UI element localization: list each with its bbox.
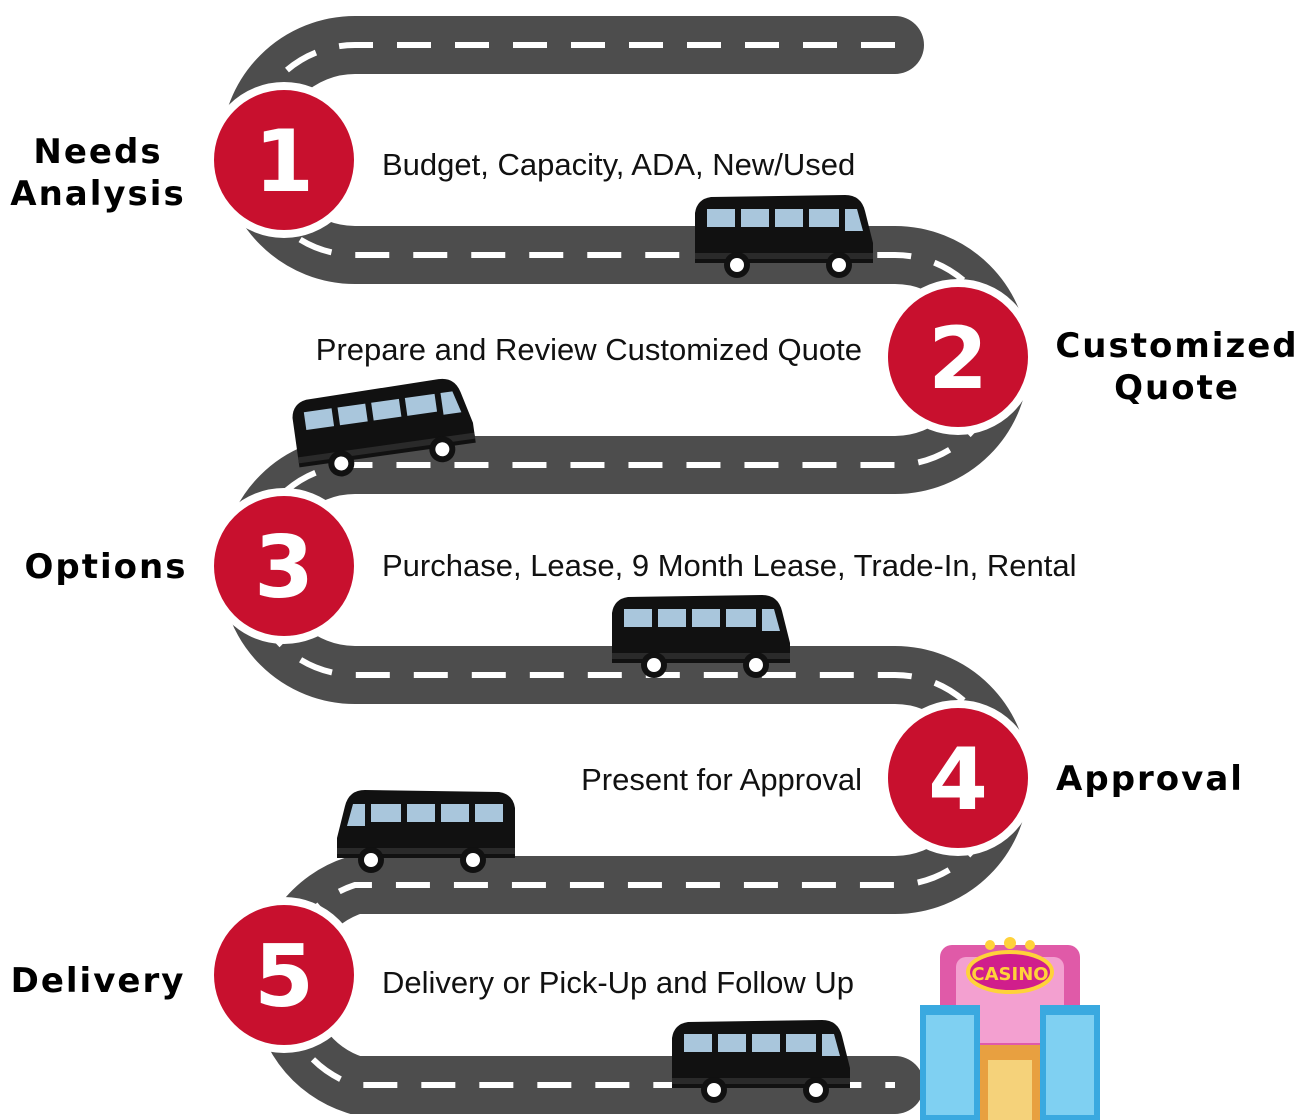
step-circle	[206, 488, 362, 644]
step-title: Options	[25, 547, 188, 587]
step-title: Needs	[33, 132, 162, 172]
step-title: Delivery	[11, 961, 186, 1001]
casino-sign-text: CASINO	[971, 964, 1048, 985]
casino-building-icon: CASINO	[920, 937, 1100, 1120]
step-3: 3 Options Purchase, Lease, 9 Month Lease…	[25, 488, 1076, 644]
step-circle	[206, 897, 362, 1053]
step-1: 1 Needs Analysis Budget, Capacity, ADA, …	[10, 82, 855, 238]
step-description: Prepare and Review Customized Quote	[316, 332, 862, 367]
step-number: 2	[928, 309, 988, 409]
step-2: 2 Customized Quote Prepare and Review Cu…	[316, 279, 1298, 435]
step-description: Delivery or Pick-Up and Follow Up	[382, 965, 854, 1000]
step-title: Approval	[1056, 759, 1244, 799]
step-circle	[880, 700, 1036, 856]
step-title: Quote	[1114, 368, 1240, 408]
step-number: 4	[928, 730, 988, 830]
step-description: Purchase, Lease, 9 Month Lease, Trade-In…	[382, 548, 1076, 583]
step-description: Present for Approval	[581, 762, 862, 797]
step-5: 5 Delivery Delivery or Pick-Up and Follo…	[11, 897, 854, 1053]
lane-markings	[247, 42, 1003, 1088]
step-4: 4 Approval Present for Approval	[581, 700, 1244, 856]
step-number: 5	[254, 927, 314, 1027]
step-circle	[206, 82, 362, 238]
step-number: 1	[254, 112, 314, 212]
step-description: Budget, Capacity, ADA, New/Used	[382, 147, 855, 182]
step-number: 3	[254, 518, 314, 618]
step-circle	[880, 279, 1036, 435]
step-title: Analysis	[10, 174, 185, 214]
step-title: Customized	[1055, 326, 1298, 366]
